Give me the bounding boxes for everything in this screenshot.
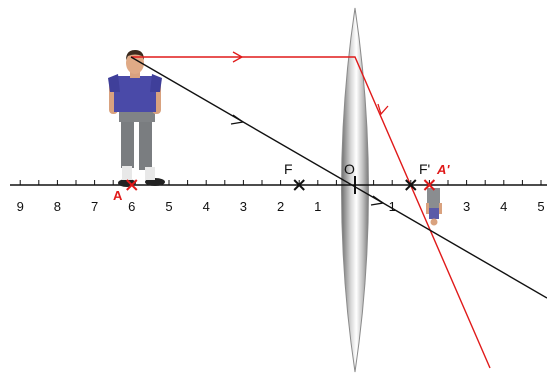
- axis-tick-label: 8: [54, 199, 61, 214]
- axis-tick-label: 5: [537, 199, 544, 214]
- ray-refracted-arrow: [377, 103, 389, 116]
- axis-tick-label: 5: [165, 199, 172, 214]
- ray-parallel-arrow: [232, 51, 244, 63]
- ray-central: [130, 56, 547, 299]
- ray-parallel: [131, 56, 491, 369]
- axis-tick-label: 3: [463, 199, 470, 214]
- axis-tick-label: 2: [277, 199, 284, 214]
- image-point-marker: [423, 179, 436, 191]
- focal-object-marker: [293, 179, 305, 191]
- axis-tick-label: 9: [17, 199, 24, 214]
- label-focal-object: F: [284, 161, 293, 177]
- axis-tick-label: 4: [203, 199, 210, 214]
- axis-tick-label: 7: [91, 199, 98, 214]
- label-image-point: A': [436, 162, 450, 177]
- label-focal-image: F': [419, 161, 430, 177]
- point-markers: [126, 179, 436, 191]
- object-point-marker: [126, 179, 138, 191]
- axis-tick-label: 1: [314, 199, 321, 214]
- ray-central-arrow-1: [230, 114, 245, 125]
- light-rays: [130, 51, 547, 369]
- inverted-person-icon: [426, 188, 442, 226]
- axis-tick-labels: 98765432112345: [17, 199, 545, 214]
- axis-tick-label: 3: [240, 199, 247, 214]
- label-optical-center: O: [344, 161, 355, 177]
- axis-ticks: [19, 180, 542, 185]
- axis-tick-label: 4: [500, 199, 507, 214]
- standing-person-icon: [108, 50, 165, 187]
- axis-tick-label: 6: [128, 199, 135, 214]
- ray-central-arrow-2: [370, 195, 385, 206]
- axis-tick-label: 1: [389, 199, 396, 214]
- label-object-point: A: [113, 188, 123, 203]
- focal-image-marker: [405, 179, 417, 191]
